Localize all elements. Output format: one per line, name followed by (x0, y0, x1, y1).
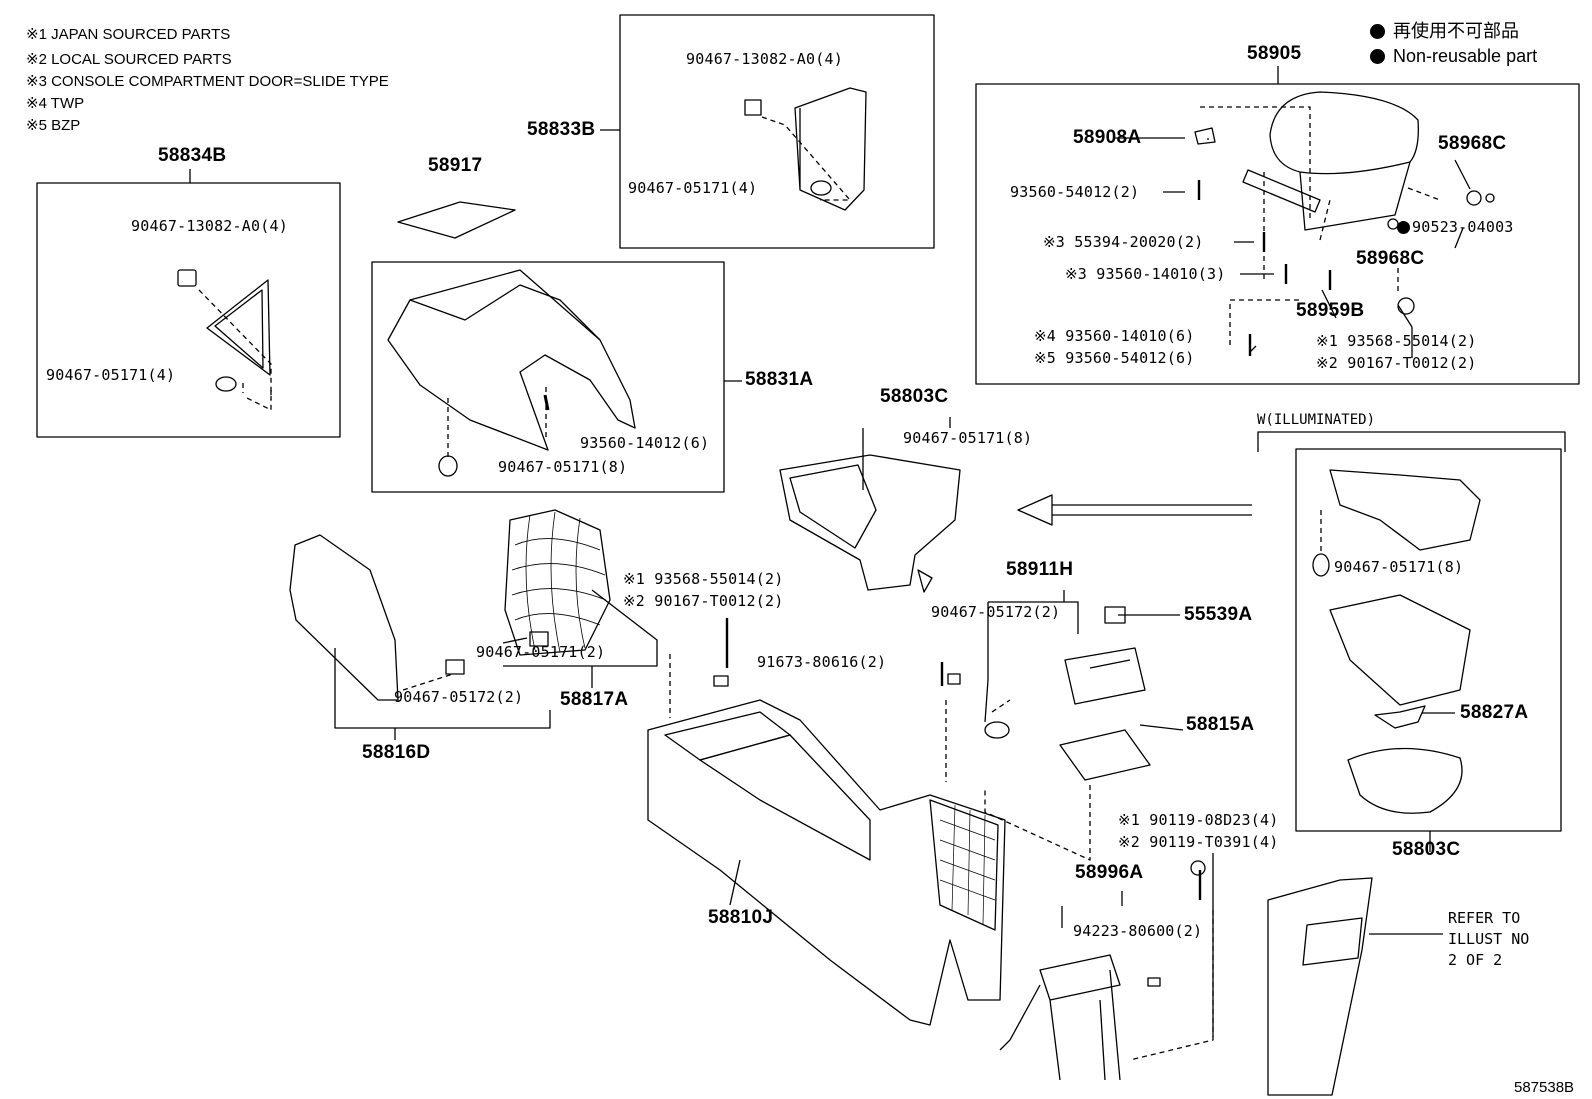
part-number: ※1 93568-55014(2) (623, 570, 784, 588)
part-55539A (1104, 606, 1126, 624)
part-number: 90467-05171(8) (1334, 558, 1464, 576)
group-58968C-top: 58968C (1438, 133, 1507, 154)
clip-58834B (177, 269, 197, 287)
part-58908A (1194, 127, 1216, 145)
bracket-58996A (1039, 954, 1121, 1001)
tray-58803C-right (1329, 469, 1481, 551)
illuminated-bracket (1257, 431, 1566, 452)
group-58908A: 58908A (1073, 127, 1142, 148)
direction-arrow (1017, 494, 1252, 526)
legend-jp: 再使用不可部品 (1370, 22, 1519, 40)
clip-58833B (744, 99, 762, 116)
bezel-58834B (206, 279, 271, 376)
bullet-icon (1397, 221, 1410, 234)
note-5: ※5 BZP (26, 117, 81, 134)
mat-58815A (1059, 729, 1151, 781)
frame-58803C-illuminated (1295, 448, 1562, 832)
rear-panel (1267, 877, 1373, 1096)
part-number: 90467-05171(4) (628, 179, 758, 197)
illuminated-label: W(ILLUMINATED) (1257, 412, 1376, 428)
part-number: 90467-05171(8) (903, 429, 1033, 447)
panel-58833B (794, 87, 867, 211)
part-number: ※2 90167-T0012(2) (623, 592, 784, 610)
armrest-lid-58905 (1269, 91, 1419, 175)
group-58905: 58905 (1247, 43, 1302, 64)
note-2: ※2 LOCAL SOURCED PARTS (26, 51, 232, 68)
panel-58817A (504, 509, 611, 656)
group-58803C-mid: 58803C (880, 386, 949, 407)
fastener-58833B (810, 180, 832, 196)
panel-58816D (289, 534, 399, 701)
frame-58831A (371, 261, 725, 493)
switch-panel-58911H (1064, 647, 1146, 705)
part-number: 90467-05172(2) (931, 603, 1061, 621)
group-58831A: 58831A (745, 369, 814, 390)
part-number: 90467-05171(4) (46, 366, 176, 384)
group-58968C-bottom: 58968C (1356, 248, 1425, 269)
fastener-58834B (215, 376, 237, 392)
part-number: ※1 90119-08D23(4) (1118, 811, 1279, 829)
bullet-icon (1370, 49, 1385, 64)
group-55539A: 55539A (1184, 604, 1253, 625)
part-number: 94223-80600(2) (1073, 922, 1203, 940)
grommet-58968C (1466, 190, 1482, 206)
refer-line-3: 2 OF 2 (1448, 951, 1503, 969)
refer-line-1: REFER TO (1448, 909, 1521, 927)
part-number: ※5 93560-54012(6) (1034, 349, 1195, 367)
part-58827A (1374, 705, 1426, 729)
group-58810J: 58810J (708, 907, 774, 928)
part-number: ※4 93560-14010(6) (1034, 327, 1195, 345)
figure-id: 587538B (1514, 1079, 1575, 1096)
group-58917: 58917 (428, 155, 483, 176)
group-58834B: 58834B (158, 145, 227, 166)
part-number: ※3 93560-14010(3) (1065, 265, 1226, 283)
part-number: ※2 90119-T0391(4) (1118, 833, 1279, 851)
bullet-icon (1370, 24, 1385, 39)
holder-insert-58803C (1347, 747, 1463, 814)
note-1: ※1 JAPAN SOURCED PARTS (26, 26, 231, 43)
part-number: 91673-80616(2) (757, 653, 887, 671)
group-58817A: 58817A (560, 689, 629, 710)
part-number: 93560-14012(6) (580, 434, 710, 452)
group-58827A: 58827A (1460, 702, 1529, 723)
part-number: ※3 55394-20020(2) (1043, 233, 1204, 251)
group-58996A: 58996A (1075, 862, 1144, 883)
part-number: 93560-54012(2) (1010, 183, 1140, 201)
shell-58831A (387, 284, 636, 451)
refer-line-2: ILLUST NO (1448, 930, 1530, 948)
group-58833B: 58833B (527, 119, 596, 140)
group-58803C-right: 58803C (1392, 839, 1461, 860)
group-58911H: 58911H (1006, 559, 1074, 580)
part-number: ※1 93568-55014(2) (1316, 332, 1477, 350)
part-number: 90467-13082-A0(4) (131, 217, 288, 235)
hinge-58905 (1242, 169, 1321, 213)
tray-58803C-mid (779, 454, 961, 591)
cup-holder-58803C (1329, 594, 1471, 706)
part-number: 90467-05171(8) (498, 458, 628, 476)
fastener-58831A (438, 455, 458, 477)
console-box-58810J (647, 699, 1006, 1026)
part-number: 90467-05171(2) (476, 643, 606, 661)
mat-58917 (397, 201, 516, 239)
note-3: ※3 CONSOLE COMPARTMENT DOOR=SLIDE TYPE (26, 73, 389, 90)
non-reusable-part: 90523-04003 (1397, 220, 1514, 235)
legend-en: Non-reusable part (1370, 47, 1537, 65)
group-58959B: 58959B (1296, 300, 1365, 321)
frame-58834B (36, 182, 341, 438)
part-number: ※2 90167-T0012(2) (1316, 354, 1477, 372)
group-58815A: 58815A (1186, 714, 1255, 735)
part-number: 90467-05172(2) (394, 688, 524, 706)
part-number: 90467-13082-A0(4) (686, 50, 843, 68)
group-58816D: 58816D (362, 742, 431, 763)
note-4: ※4 TWP (26, 95, 85, 112)
frame-58833B (619, 14, 935, 249)
